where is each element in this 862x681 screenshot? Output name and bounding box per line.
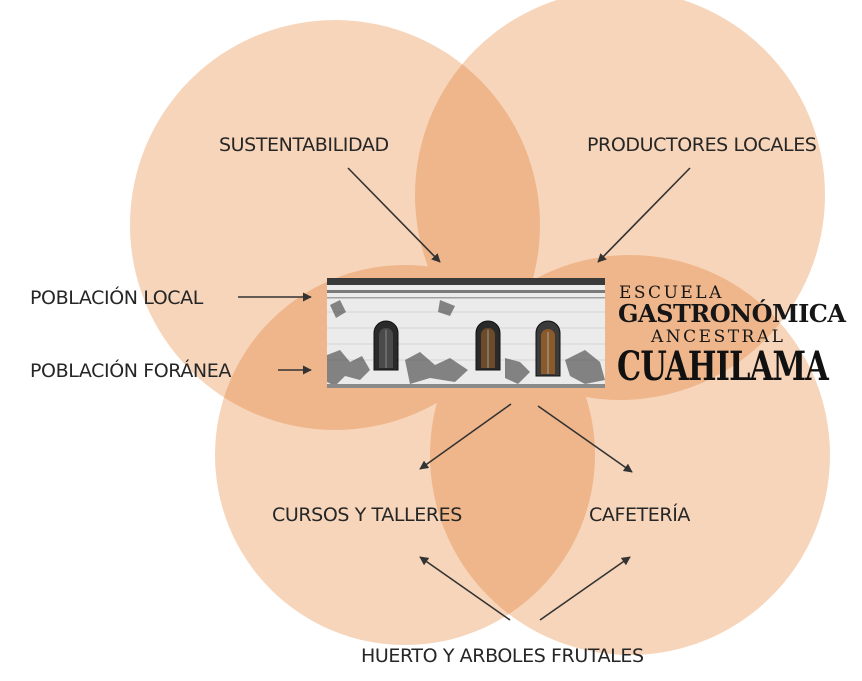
label-sustentabilidad: SUSTENTABILIDAD bbox=[219, 134, 389, 156]
arrow-huerto-to-cafeteria bbox=[539, 556, 631, 621]
logo-line-gastronomica: GASTRONÓMICA bbox=[618, 299, 846, 328]
building-facade-image bbox=[327, 278, 605, 388]
labels: SUSTENTABILIDAD PRODUCTORES LOCALES POBL… bbox=[30, 134, 817, 667]
school-logo: ESCUELA GASTRONÓMICA ANCESTRAL CUAHILAMA bbox=[617, 283, 847, 390]
label-productores-locales: PRODUCTORES LOCALES bbox=[587, 134, 816, 156]
arrows bbox=[238, 167, 691, 621]
arrow-to-cafeteria bbox=[537, 405, 633, 473]
logo-line-escuela: ESCUELA bbox=[619, 283, 724, 303]
logo-line-cuahilama: CUAHILAMA bbox=[617, 343, 829, 390]
label-poblacion-local: POBLACIÓN LOCAL bbox=[30, 285, 204, 309]
label-huerto-arboles: HUERTO Y ARBOLES FRUTALES bbox=[361, 645, 644, 667]
facade-wear bbox=[327, 300, 605, 386]
arrow-sustentabilidad bbox=[347, 167, 441, 263]
label-cursos-talleres: CURSOS Y TALLERES bbox=[272, 504, 462, 526]
facade-windows bbox=[373, 320, 561, 377]
logo-line-ancestral: ANCESTRAL bbox=[650, 327, 785, 347]
label-poblacion-foranea: POBLACIÓN FORÁNEA bbox=[30, 358, 231, 382]
label-cafeteria: CAFETERÍA bbox=[589, 503, 690, 526]
arrow-productores bbox=[597, 167, 691, 263]
arrow-to-cursos bbox=[419, 403, 512, 470]
arrow-huerto-to-cursos bbox=[419, 556, 511, 621]
